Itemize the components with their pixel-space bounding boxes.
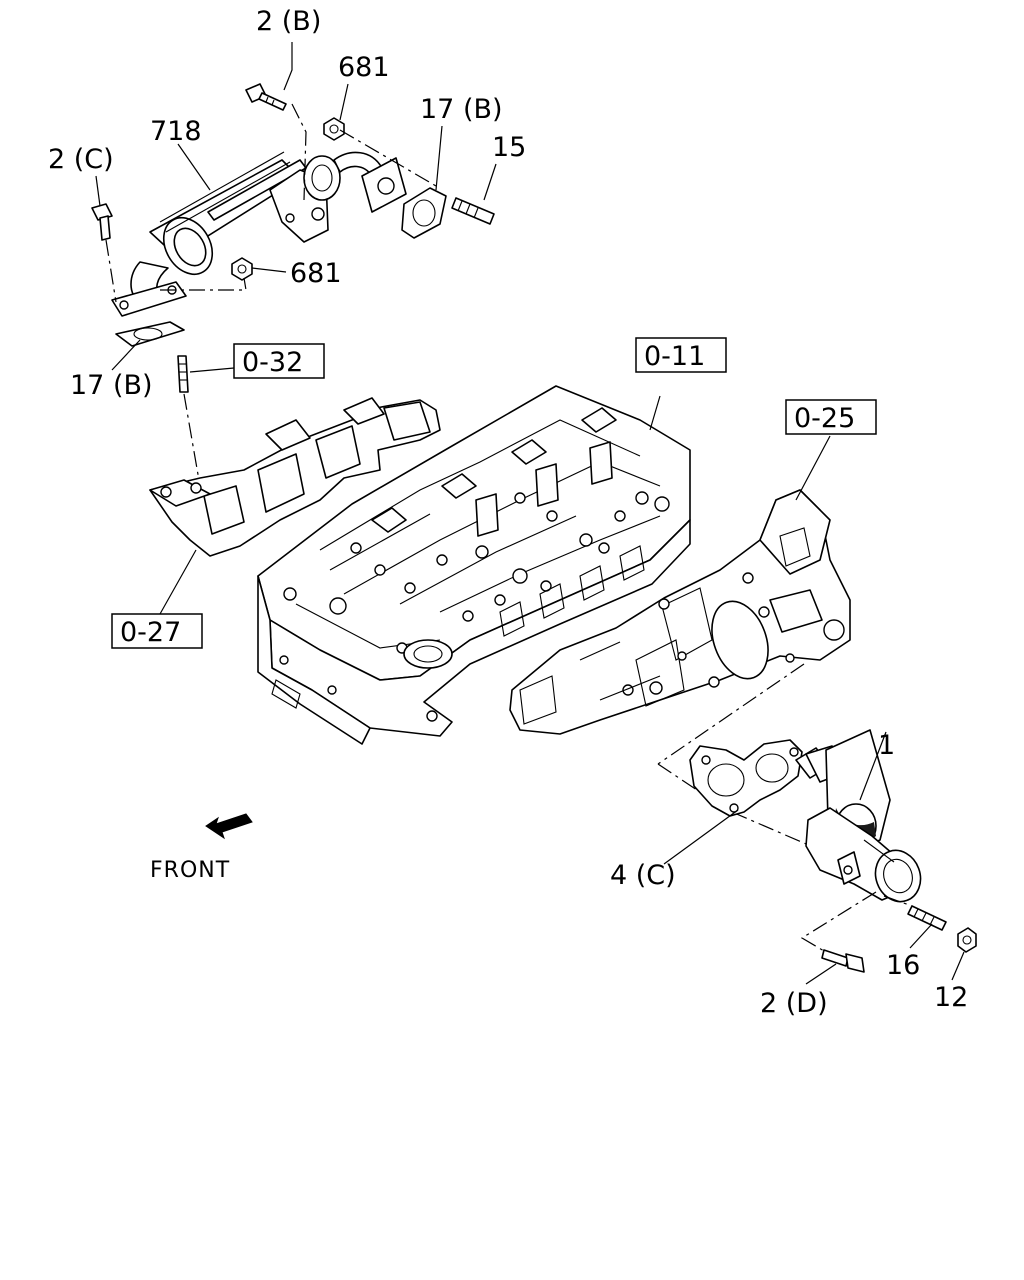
nut-681-top[interactable]	[323, 117, 345, 141]
label-stud-15: 15	[492, 132, 526, 163]
gasket-4c[interactable]	[689, 739, 803, 817]
ref-box-0-11[interactable]: 0-11	[635, 337, 727, 373]
ref-box-0-27[interactable]: 0-27	[111, 613, 203, 649]
exhaust-stud[interactable]	[177, 355, 189, 393]
bolt-2b[interactable]	[245, 83, 287, 111]
stud-16[interactable]	[907, 905, 947, 931]
ref-box-0-25[interactable]: 0-25	[785, 399, 877, 435]
ref-0-25-text: 0-25	[794, 403, 855, 434]
label-bolt-2c: 2 (C)	[48, 144, 114, 175]
label-nut-681-top: 681	[338, 52, 390, 83]
intake-manifold[interactable]	[509, 489, 851, 735]
nut-681-mid[interactable]	[231, 257, 253, 281]
label-gasket-4c: 4 (C)	[610, 860, 676, 891]
label-stud-16: 16	[886, 950, 920, 981]
exhaust-manifold[interactable]	[149, 397, 441, 557]
front-arrow-icon	[205, 813, 253, 840]
label-nut-681-mid: 681	[290, 258, 342, 289]
bolt-2d[interactable]	[821, 949, 865, 973]
label-egr-valve-1: 1	[878, 730, 895, 761]
ref-0-11-text: 0-11	[644, 341, 705, 372]
gasket-17b-right[interactable]	[401, 187, 447, 239]
label-bolt-2d: 2 (D)	[760, 988, 828, 1019]
front-label: FRONT	[150, 858, 230, 883]
ref-0-32-text: 0-32	[242, 347, 303, 378]
ref-box-0-32[interactable]: 0-32	[233, 343, 325, 379]
label-gasket-17b-right: 17 (B)	[420, 94, 503, 125]
stud-15[interactable]	[451, 197, 495, 225]
label-bolt-2b: 2 (B)	[256, 6, 321, 37]
egr-cooler[interactable]	[111, 151, 407, 317]
cylinder-head[interactable]	[257, 385, 691, 745]
bolt-2c[interactable]	[91, 203, 113, 241]
label-nut-12: 12	[934, 982, 968, 1013]
label-gasket-17b-left: 17 (B)	[70, 370, 153, 401]
label-egr-cooler-718: 718	[150, 116, 202, 147]
nut-12[interactable]	[957, 927, 977, 953]
ref-0-27-text: 0-27	[120, 617, 181, 648]
egr-valve[interactable]	[795, 729, 928, 908]
gasket-17b-left[interactable]	[115, 321, 185, 347]
